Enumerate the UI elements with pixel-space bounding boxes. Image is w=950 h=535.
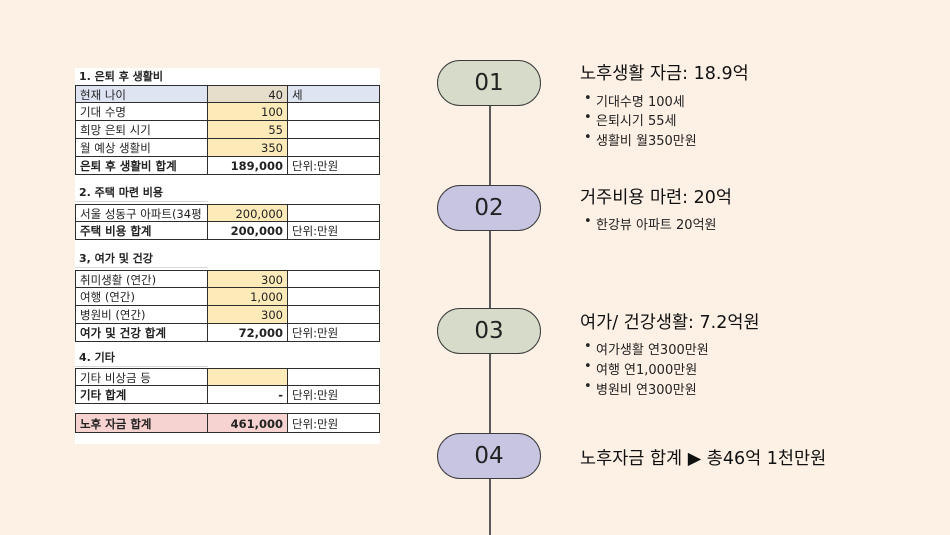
row-value[interactable]: 100 xyxy=(208,103,288,121)
section-title: 2. 주택 마련 비용 xyxy=(75,184,208,202)
row-value[interactable]: 350 xyxy=(208,139,288,157)
row-label[interactable]: 여가 및 건강 합계 xyxy=(75,324,208,342)
table-row: 여행 (연간) 1,000 xyxy=(75,288,380,306)
step-pill-01: 01 xyxy=(437,60,541,106)
step-bullet: 여가생활 연300만원 xyxy=(584,339,709,358)
section-title: 3, 여가 및 건강 xyxy=(75,250,208,268)
step-bullet: 병원비 연300만원 xyxy=(584,379,697,398)
step-bullet: 한강뷰 아파트 20억원 xyxy=(584,214,716,233)
step-bullet: 은퇴시기 55세 xyxy=(584,110,677,129)
table-row: 희망 은퇴 시기 55 xyxy=(75,121,380,139)
table-row: 기타 비상금 등 xyxy=(75,368,380,386)
row-unit[interactable]: 단위:만원 xyxy=(288,413,380,433)
row-unit[interactable] xyxy=(288,204,380,222)
table-total-row: 은퇴 후 생활비 합계 189,000 단위:만원 xyxy=(75,157,380,175)
row-value[interactable]: - xyxy=(208,386,288,404)
row-label[interactable]: 여행 (연간) xyxy=(75,288,208,306)
table-total-row: 여가 및 건강 합계 72,000 단위:만원 xyxy=(75,324,380,342)
step-pill-03: 03 xyxy=(437,308,541,354)
row-unit[interactable] xyxy=(288,368,380,386)
row-unit[interactable] xyxy=(288,103,380,121)
section-title-row: 1. 은퇴 후 생활비 xyxy=(75,68,380,86)
row-label[interactable]: 기대 수명 xyxy=(75,103,208,121)
step-heading: 거주비용 마련: 20억 xyxy=(580,188,732,208)
table-row: 취미생활 (연간) 300 xyxy=(75,270,380,288)
table-row: 병원비 (연간) 300 xyxy=(75,306,380,324)
row-value[interactable]: 300 xyxy=(208,306,288,324)
row-unit[interactable]: 단위:만원 xyxy=(288,324,380,342)
row-unit[interactable] xyxy=(288,121,380,139)
step-pill-04: 04 xyxy=(437,433,541,479)
grand-total-value[interactable]: 461,000 xyxy=(208,413,288,433)
timeline-line xyxy=(489,60,491,535)
budget-spreadsheet: 1. 은퇴 후 생활비 현재 나이 40 세 기대 수명 100 희망 은퇴 시… xyxy=(75,68,380,444)
row-unit[interactable]: 세 xyxy=(288,85,380,103)
step-bullet: 여행 연1,000만원 xyxy=(584,359,697,378)
step-bullet: 생활비 월350만원 xyxy=(584,130,697,149)
row-value[interactable]: 189,000 xyxy=(208,157,288,175)
row-label[interactable]: 서울 성동구 아파트(34평 xyxy=(75,204,208,222)
row-unit[interactable] xyxy=(288,139,380,157)
grand-total-label[interactable]: 노후 자금 합계 xyxy=(75,413,208,433)
table-total-row: 기타 합계 - 단위:만원 xyxy=(75,386,380,404)
table-row: 서울 성동구 아파트(34평 200,000 xyxy=(75,204,380,222)
row-unit[interactable]: 단위:만원 xyxy=(288,222,380,240)
row-unit[interactable]: 단위:만원 xyxy=(288,386,380,404)
step-bullet: 기대수명 100세 xyxy=(584,91,685,110)
row-value[interactable]: 300 xyxy=(208,270,288,288)
table-row: 기대 수명 100 xyxy=(75,103,380,121)
row-unit[interactable] xyxy=(288,306,380,324)
step-heading: 노후생활 자금: 18.9억 xyxy=(580,64,749,84)
row-value[interactable]: 55 xyxy=(208,121,288,139)
row-label[interactable]: 기타 합계 xyxy=(75,386,208,404)
row-label[interactable]: 희망 은퇴 시기 xyxy=(75,121,208,139)
section-title: 4. 기타 xyxy=(75,349,208,367)
section-title-row: 2. 주택 마련 비용 xyxy=(75,184,380,202)
grand-total-row: 노후 자금 합계 461,000 단위:만원 xyxy=(75,413,380,433)
row-label[interactable]: 은퇴 후 생활비 합계 xyxy=(75,157,208,175)
row-value[interactable] xyxy=(208,368,288,386)
step-pill-02: 02 xyxy=(437,185,541,231)
row-value[interactable]: 200,000 xyxy=(208,204,288,222)
table-row: 월 예상 생활비 350 xyxy=(75,139,380,157)
row-label[interactable]: 기타 비상금 등 xyxy=(75,368,208,386)
row-value[interactable]: 200,000 xyxy=(208,222,288,240)
table-total-row: 주택 비용 합계 200,000 단위:만원 xyxy=(75,222,380,240)
row-value[interactable]: 72,000 xyxy=(208,324,288,342)
step-heading: 노후자금 합계 ▶ 총46억 1천만원 xyxy=(580,449,827,469)
section-title-row: 4. 기타 xyxy=(75,349,380,367)
row-unit[interactable]: 단위:만원 xyxy=(288,157,380,175)
row-label[interactable]: 현재 나이 xyxy=(75,85,208,103)
section-title: 1. 은퇴 후 생활비 xyxy=(75,68,208,86)
row-unit[interactable] xyxy=(288,288,380,306)
row-label[interactable]: 주택 비용 합계 xyxy=(75,222,208,240)
row-value[interactable]: 40 xyxy=(208,85,288,103)
row-label[interactable]: 병원비 (연간) xyxy=(75,306,208,324)
section-title-row: 3, 여가 및 건강 xyxy=(75,250,380,268)
row-label[interactable]: 월 예상 생활비 xyxy=(75,139,208,157)
table-row: 현재 나이 40 세 xyxy=(75,85,380,103)
row-unit[interactable] xyxy=(288,270,380,288)
row-value[interactable]: 1,000 xyxy=(208,288,288,306)
step-heading: 여가/ 건강생활: 7.2억원 xyxy=(580,313,760,333)
row-label[interactable]: 취미생활 (연간) xyxy=(75,270,208,288)
